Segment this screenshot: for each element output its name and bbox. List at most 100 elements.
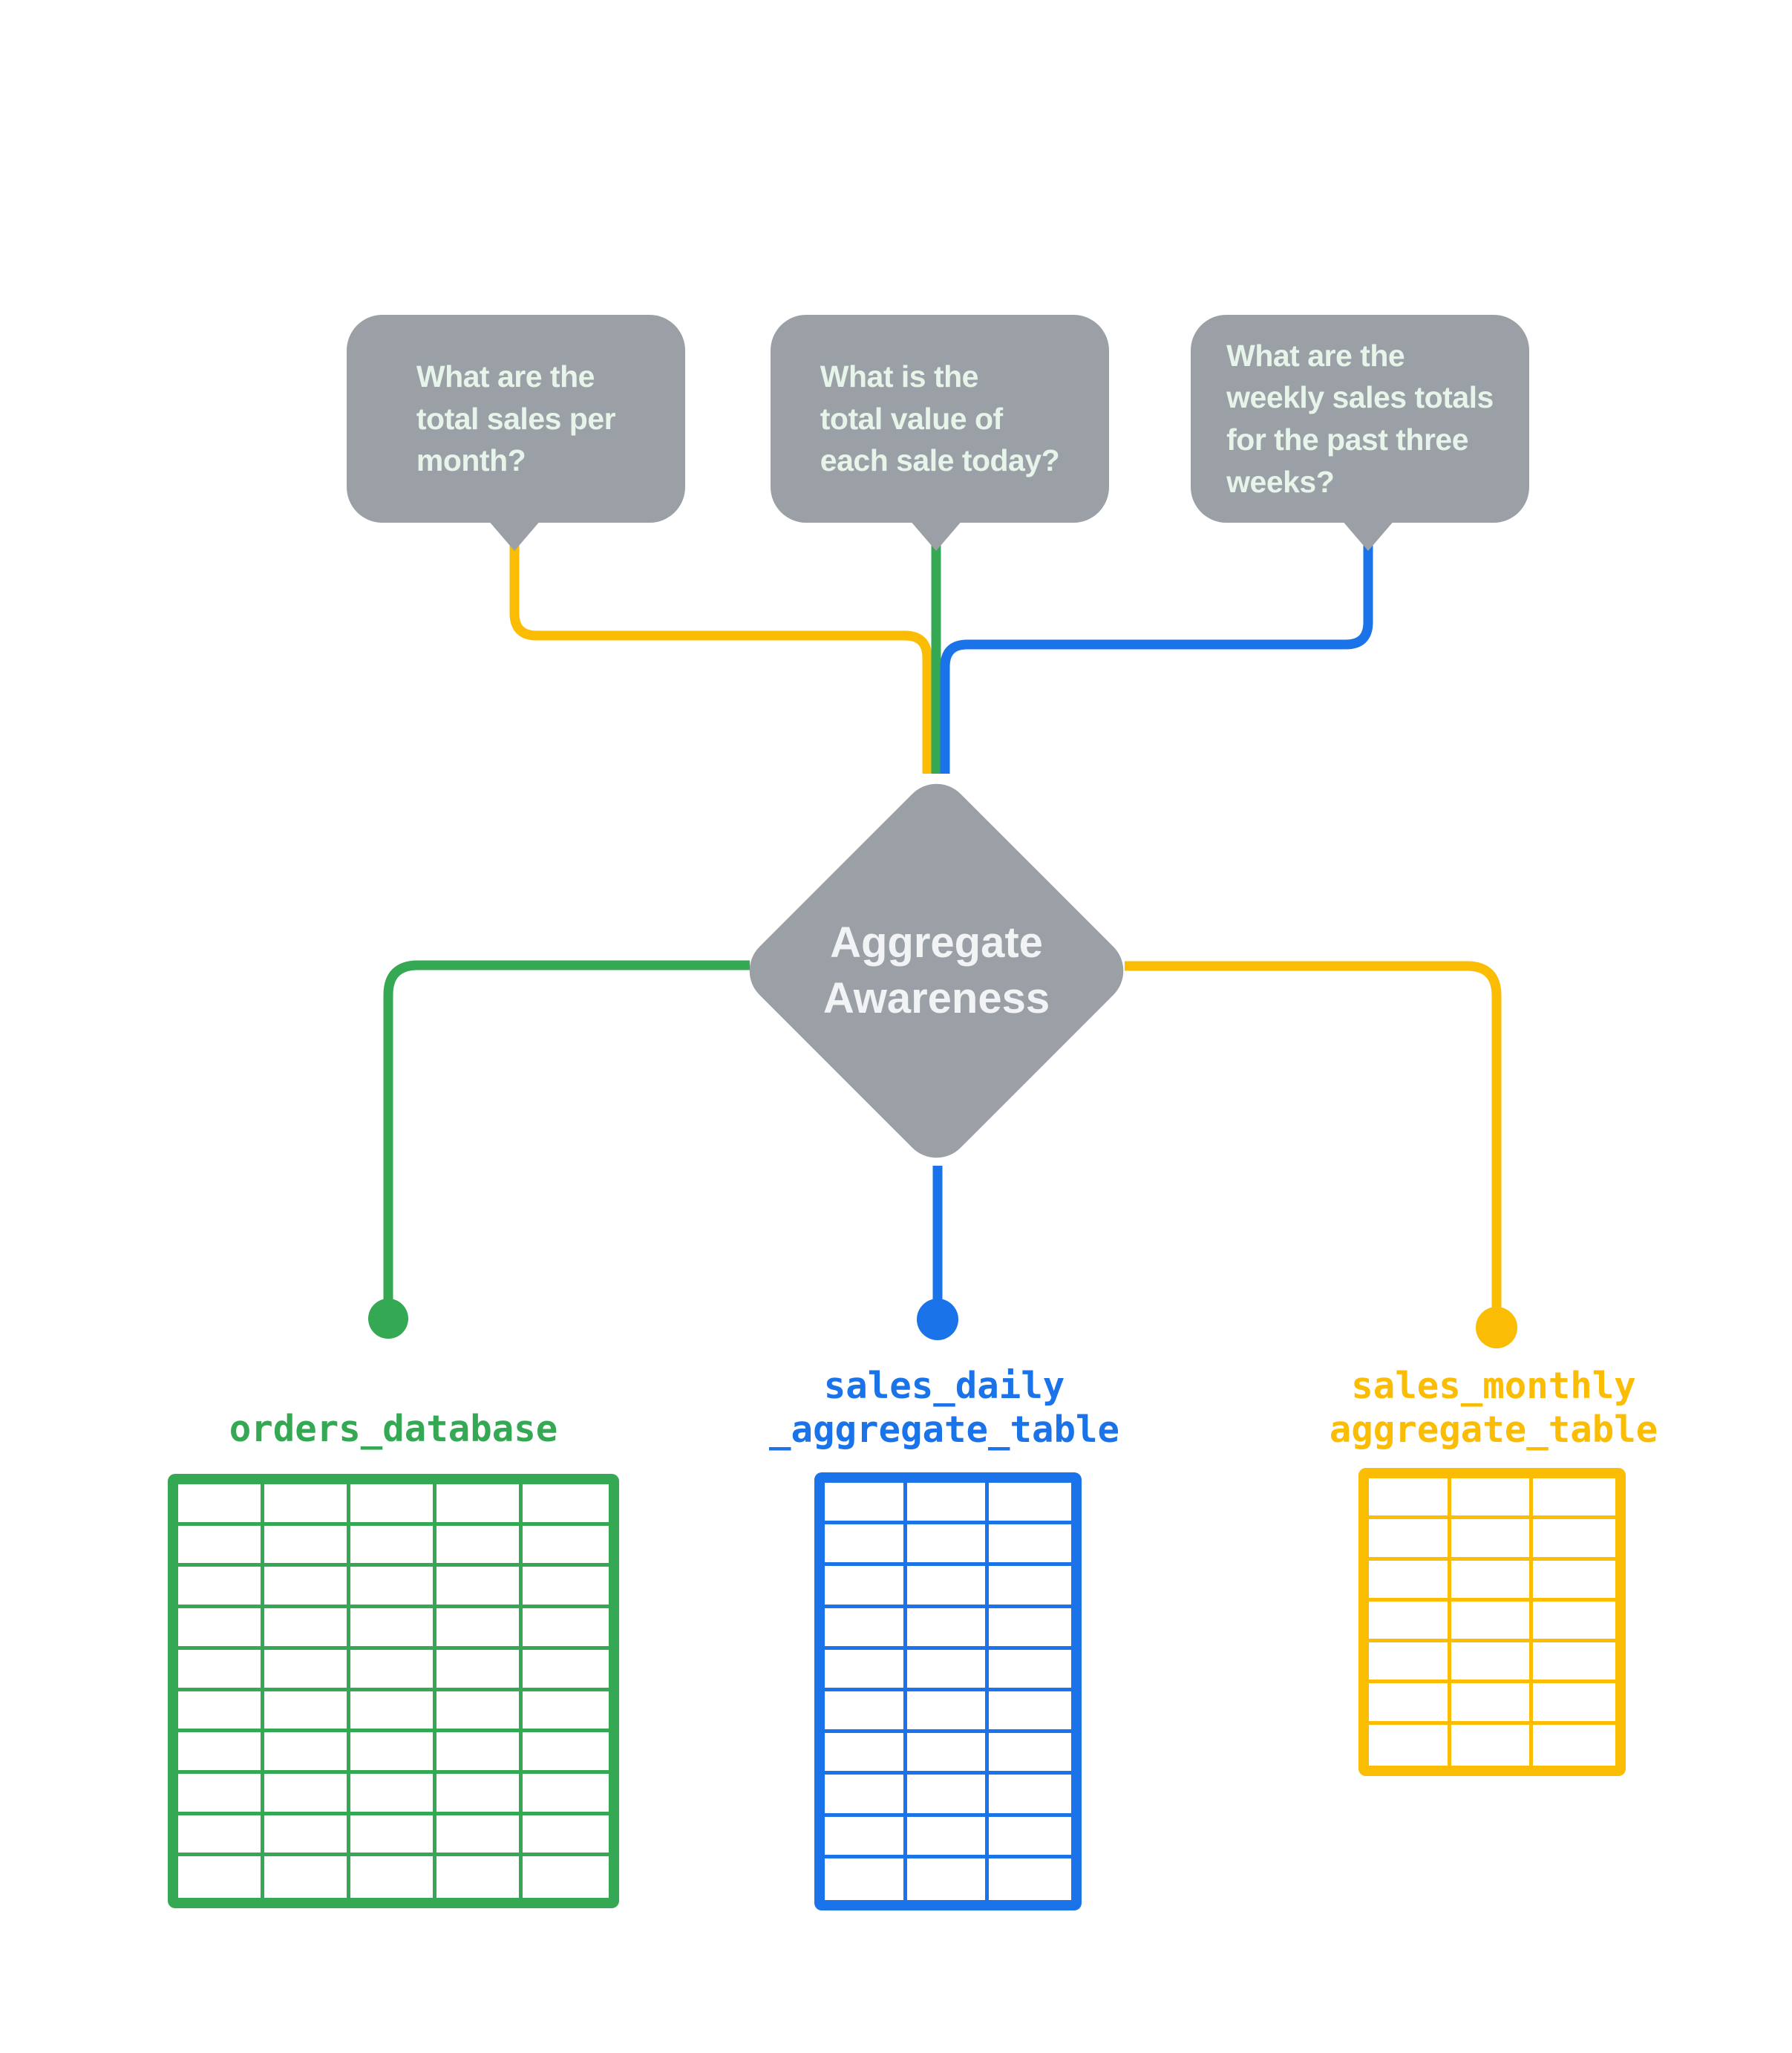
table-cell [350,1691,436,1733]
table-cell [989,1775,1071,1817]
endpoint-dot-monthly [1476,1307,1517,1348]
table-cell [1533,1478,1615,1520]
table-cell [178,1773,264,1815]
table-cell [523,1608,609,1650]
table-cell [825,1649,907,1691]
table-cell [1369,1683,1451,1725]
table-cell [1533,1602,1615,1643]
table-cell [178,1567,264,1609]
table-cell [1533,1561,1615,1602]
table-cell [350,1856,436,1898]
table-cell [1451,1724,1534,1766]
table-cell [436,1732,523,1774]
table-cell [350,1608,436,1650]
table-cell [906,1775,990,1817]
table-label-orders-database: orders_database [229,1408,558,1450]
table-cell [523,1650,609,1691]
question-bubble-3: What are the weekly sales totals for the… [1191,315,1529,523]
table-cell [989,1608,1071,1650]
table-cell [825,1483,907,1525]
table-cell [1451,1478,1534,1520]
table-cell [1451,1642,1534,1684]
table-cell [264,1567,350,1609]
table-cell [178,1691,264,1733]
table-cell [523,1856,609,1898]
table-cell [825,1858,907,1900]
table-cell [989,1524,1071,1567]
table-cell [264,1815,350,1857]
table-cell [989,1483,1071,1525]
table-label-sales-daily-aggregate: sales_daily _aggregate_table [768,1365,1119,1451]
endpoint-dot-daily [917,1299,958,1340]
table-cell [523,1567,609,1609]
table-cell [989,1691,1071,1734]
table-grid-sales-daily-aggregate [814,1472,1082,1910]
hub-label: Aggregate Awareness [823,918,1050,1022]
table-cell [436,1608,523,1650]
table-cell [825,1524,907,1567]
table-cell [436,1773,523,1815]
table-cell [436,1649,523,1691]
bubble-tail-1 [488,520,541,551]
table-cell [906,1649,990,1691]
table-cell [350,1773,436,1815]
table-cell [350,1525,436,1567]
table-cell [350,1484,436,1526]
table-cell [1369,1560,1451,1602]
table-cell [264,1732,350,1774]
table-cell [906,1483,990,1525]
table-cell [523,1815,609,1857]
endpoint-dot-orders [368,1299,408,1339]
table-cell [436,1856,523,1898]
table-cell [350,1815,436,1857]
table-cell [906,1733,990,1775]
question-text-3: What are the weekly sales totals for the… [1226,338,1494,499]
table-cell [906,1608,990,1650]
table-cell [906,1524,990,1567]
table-cell [523,1774,609,1815]
bubble-tail-3 [1341,520,1395,551]
table-cell [989,1566,1071,1608]
table-cell [264,1608,350,1650]
table-cell [825,1691,907,1734]
table-cell [989,1650,1071,1691]
table-cell [825,1566,907,1608]
question-bubble-2: What is the total value of each sale tod… [771,315,1109,523]
table-cell [350,1649,436,1691]
table-cell [523,1691,609,1733]
table-cell [264,1649,350,1691]
table-cell [264,1856,350,1898]
table-cell [1369,1724,1451,1766]
table-cell [825,1775,907,1817]
table-cell [436,1484,523,1526]
table-grid-orders-database [168,1474,619,1908]
table-cell [178,1649,264,1691]
table-cell [264,1484,350,1526]
bubble-tail-2 [909,520,963,551]
table-cell [1451,1560,1534,1602]
table-cell [264,1691,350,1733]
table-cell [178,1856,264,1898]
table-label-sales-monthly-aggregate: sales_monthly aggregate_table [1329,1365,1658,1451]
table-cell [989,1733,1071,1775]
table-cell [178,1732,264,1774]
table-cell [523,1484,609,1526]
table-cell [436,1525,523,1567]
table-cell [906,1816,990,1858]
connector-q3-blue [940,524,1373,774]
table-cell [264,1773,350,1815]
table-cell [436,1567,523,1609]
question-text-1: What are the total sales per month? [416,359,616,478]
table-cell [825,1816,907,1858]
table-cell [1533,1725,1615,1766]
table-cell [350,1732,436,1774]
table-cell [1369,1642,1451,1684]
table-cell [523,1526,609,1567]
table-cell [523,1732,609,1774]
question-text-2: What is the total value of each sale tod… [820,359,1060,478]
table-cell [264,1525,350,1567]
question-bubble-1: What are the total sales per month? [347,315,685,523]
table-cell [1369,1601,1451,1643]
